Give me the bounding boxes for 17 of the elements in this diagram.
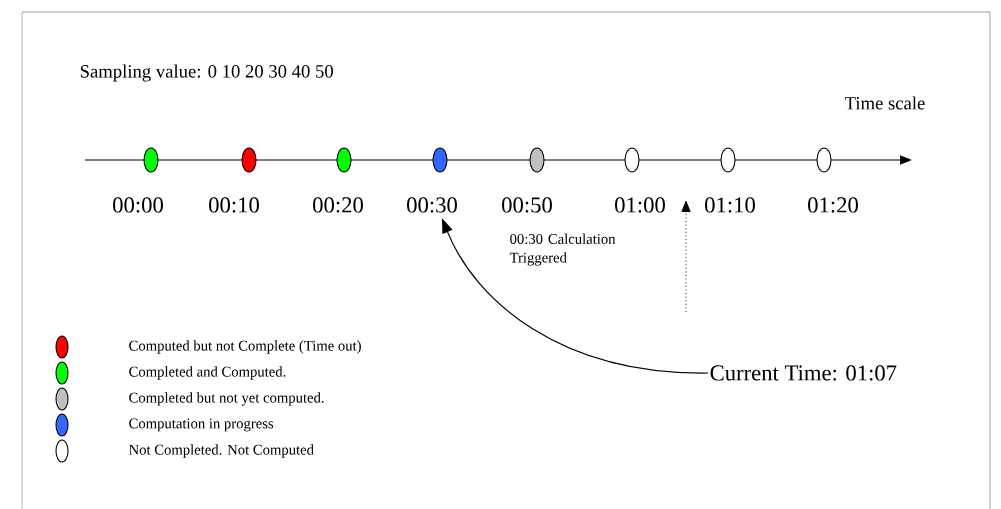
legend-text: Not Completed. Not Computed [129, 444, 314, 458]
time-label: 00:10 [209, 197, 259, 213]
time-label: 01:20 [808, 197, 858, 213]
sampling-value-text: Sampling value: 0 10 20 30 40 50 [80, 64, 333, 82]
time-label: 00:00 [113, 197, 163, 213]
legend-text: Computation in progress [129, 418, 274, 432]
time-label: 01:00 [615, 197, 665, 213]
time-label: 00:50 [502, 197, 552, 213]
legend-text: Computed but not Complete (Time out) [129, 340, 361, 354]
edge-label: 00:30 Calculation Triggered [509, 233, 616, 266]
time-label: 00:20 [313, 197, 363, 213]
current-time-label: Current Time: 01:07 [710, 365, 897, 381]
legend-text: Completed and Computed. [129, 366, 286, 380]
time-label: 01:10 [705, 197, 755, 213]
legend-text: Completed but not yet computed. [129, 392, 324, 406]
axis-label: Time scale [844, 96, 925, 110]
time-label: 00:30 [407, 197, 457, 213]
